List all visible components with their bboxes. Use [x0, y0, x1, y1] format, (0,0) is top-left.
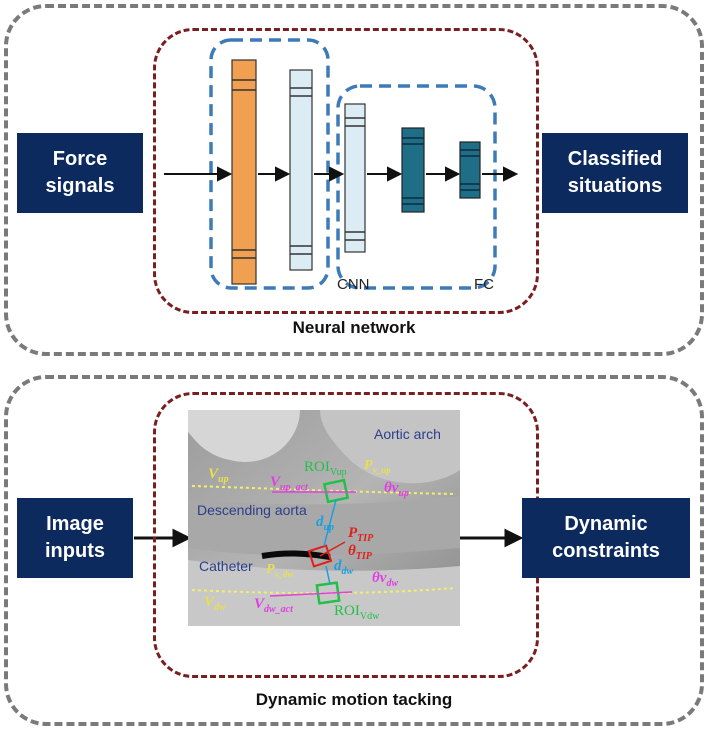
v-up-act-label: Vup_act [270, 474, 308, 493]
catheter-label: Catheter [199, 558, 253, 574]
roi-dw-label: ROIVdw [334, 603, 380, 622]
neural-network-inner-box [153, 28, 539, 314]
layer-2-light [289, 69, 313, 271]
roi-up-box [322, 478, 350, 504]
v-dw-act-label: Vdw_act [254, 596, 293, 615]
motion-tracking-caption: Dynamic motion tacking [255, 690, 453, 709]
p-tip-label: PTIP [348, 525, 374, 544]
image-inputs-box: Image inputs [17, 498, 133, 578]
theta-v-up-label: θvup [384, 480, 410, 499]
neural-network-caption: Neural network [292, 318, 416, 337]
p-v-dw-label: Pv_dw [266, 562, 294, 579]
roi-up-label: ROIVup [304, 459, 347, 478]
classified-situations-box: Classified situations [542, 133, 688, 213]
fc-label: FC [474, 276, 494, 293]
layer-4-teal [401, 127, 425, 213]
d-dw-label: ddw [334, 558, 354, 577]
v-dw-label: Vdw [204, 594, 226, 613]
d-up-label: dup [316, 514, 335, 533]
motion-tracking-panel [4, 375, 704, 726]
force-signals-box: Force signals [17, 133, 143, 213]
v-up-label: Vup [208, 466, 229, 485]
layer-5-teal [459, 141, 481, 199]
p-v-up-label: Pv_up [364, 458, 391, 475]
descending-aorta-label: Descending aorta [197, 502, 307, 518]
aortic-arch-label: Aortic arch [374, 426, 441, 442]
layer-1-orange [231, 59, 257, 285]
cnn-group-left [209, 38, 330, 290]
catheter-shape [261, 550, 331, 560]
theta-tip-label: θTIP [348, 543, 372, 562]
neural-network-panel [4, 4, 704, 356]
cnn-label: CNN [337, 276, 370, 293]
dynamic-constraints-box: Dynamic constraints [522, 498, 690, 578]
theta-v-dw-label: θvdw [372, 570, 399, 589]
layer-3-light [344, 103, 366, 253]
